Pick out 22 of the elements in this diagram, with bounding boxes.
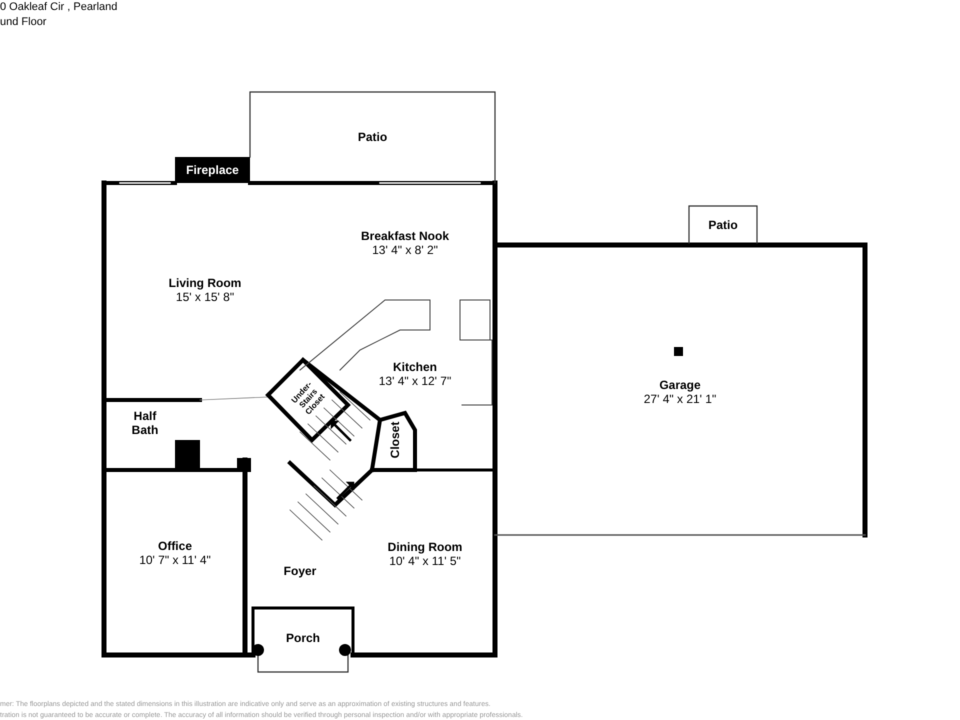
room-name: Patio [358,130,388,144]
room-name: Garage [659,378,701,392]
room-name: Living Room [168,276,242,290]
room-dimensions: 10' 4" x 11' 5" [389,554,461,568]
fireplace-block [175,157,250,183]
room-dimensions: 15' x 15' 8" [176,290,234,304]
room-name: Office [158,539,192,553]
room-name: Closet [388,422,402,458]
room-dimensions: 27' 4" x 21' 1" [644,392,716,406]
room-name: Breakfast Nook [360,229,450,243]
room-name: Porch [286,631,320,645]
room-dimensions: 13' 4" x 12' 7" [378,374,452,388]
room-name: Half Bath [130,409,160,437]
room-name: Kitchen [392,360,437,374]
floor-title: und Floor [0,16,46,28]
room-name: Foyer [284,564,316,578]
room-name: Patio [708,218,738,232]
room-name: Fireplace [186,163,239,177]
room-dimensions: 10' 7" x 11' 4" [139,553,211,567]
room-name: Dining Room [388,540,462,554]
room-dimensions: 13' 4" x 8' 2" [372,243,438,257]
address-text: 0 Oakleaf Cir , Pearland [0,1,118,13]
